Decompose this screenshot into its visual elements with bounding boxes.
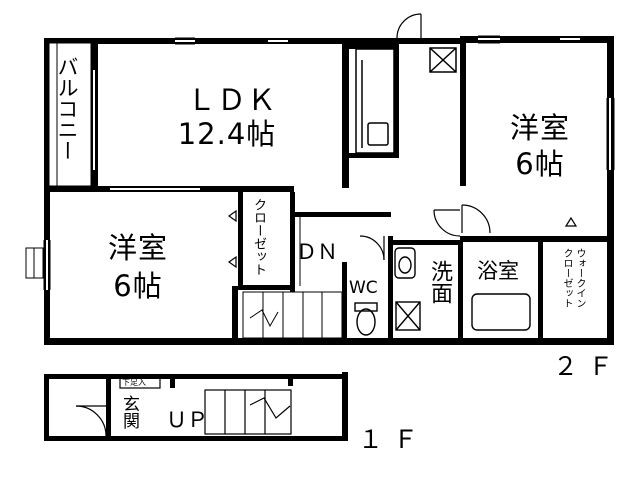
western-room-right-line2: 6帖 [515, 147, 565, 181]
western-room-right-line1: 洋室 [509, 111, 570, 145]
balcony-area [48, 42, 92, 187]
shoe-storage-label: 下足入 [122, 378, 146, 387]
stairs-up-label: ＵＰ [166, 408, 208, 432]
entrance-label: 玄関 [119, 395, 139, 429]
kitchen-counter [355, 48, 395, 154]
wall-bottom [44, 338, 614, 345]
walk-in-closet-label-1: ウォークイン [574, 248, 585, 308]
bathtub [471, 293, 531, 331]
wall-room-right-bottom [460, 236, 614, 242]
shoe-storage-box [119, 377, 161, 389]
wall-kitchen-box-bottom [342, 153, 398, 158]
wall-top-right [460, 36, 613, 43]
wall-closet-left [238, 192, 243, 288]
wall-ldk-right [342, 38, 349, 188]
washroom-label: 洗面 [427, 260, 452, 304]
wall-wc-right [388, 236, 393, 344]
wall-balcony-left [44, 38, 49, 191]
stair-2f [242, 291, 343, 339]
floor-2-label: ２Ｆ [553, 352, 624, 381]
wall-stair-top [294, 212, 391, 217]
western-room-left-line2: 6帖 [113, 269, 163, 303]
stairs-down-label: ＤＮ [296, 240, 338, 264]
wall-closet-bottom [238, 285, 295, 290]
wall-wash-right [458, 240, 463, 344]
kitchen-sink [367, 122, 389, 146]
wall-wash-top [388, 240, 460, 245]
wall-top-ldk [95, 38, 345, 44]
balcony-label: バルコニー [55, 56, 79, 161]
toilet-label: WC [349, 278, 378, 298]
ldk-label-line1: ＬＤＫ [186, 83, 277, 117]
wall-stair-right [342, 262, 347, 344]
wall-right [607, 36, 614, 344]
western-room-left-line1: 洋室 [107, 231, 168, 265]
closet-label: クローゼット [251, 198, 266, 276]
toilet-bowl [356, 308, 376, 336]
floor-1-label: １Ｆ [358, 425, 429, 454]
fridge-space [429, 47, 457, 73]
wall-top-kitchen [345, 38, 463, 44]
wall-kitchen-box-right [394, 44, 399, 158]
wall-closet-right [290, 192, 295, 292]
door-arc-entrance [75, 405, 107, 437]
wash-basin [394, 247, 416, 279]
door-arc-hall [461, 204, 491, 234]
wall-bath-right [538, 240, 543, 344]
walk-in-closet-label-2: クローゼット [561, 248, 572, 308]
wall-kitchen-box-top [342, 44, 398, 49]
door-arc-right-room [433, 209, 461, 237]
stair-1f [204, 389, 292, 435]
washer-space [395, 301, 421, 331]
ldk-label-line2: 12.4帖 [177, 117, 277, 151]
door-arc-wc [359, 235, 385, 261]
bathroom-label: 浴室 [477, 259, 519, 283]
wall-room-right-left [460, 36, 466, 186]
wall-balcony-top [44, 38, 96, 43]
wall-left-room-right [232, 286, 238, 344]
